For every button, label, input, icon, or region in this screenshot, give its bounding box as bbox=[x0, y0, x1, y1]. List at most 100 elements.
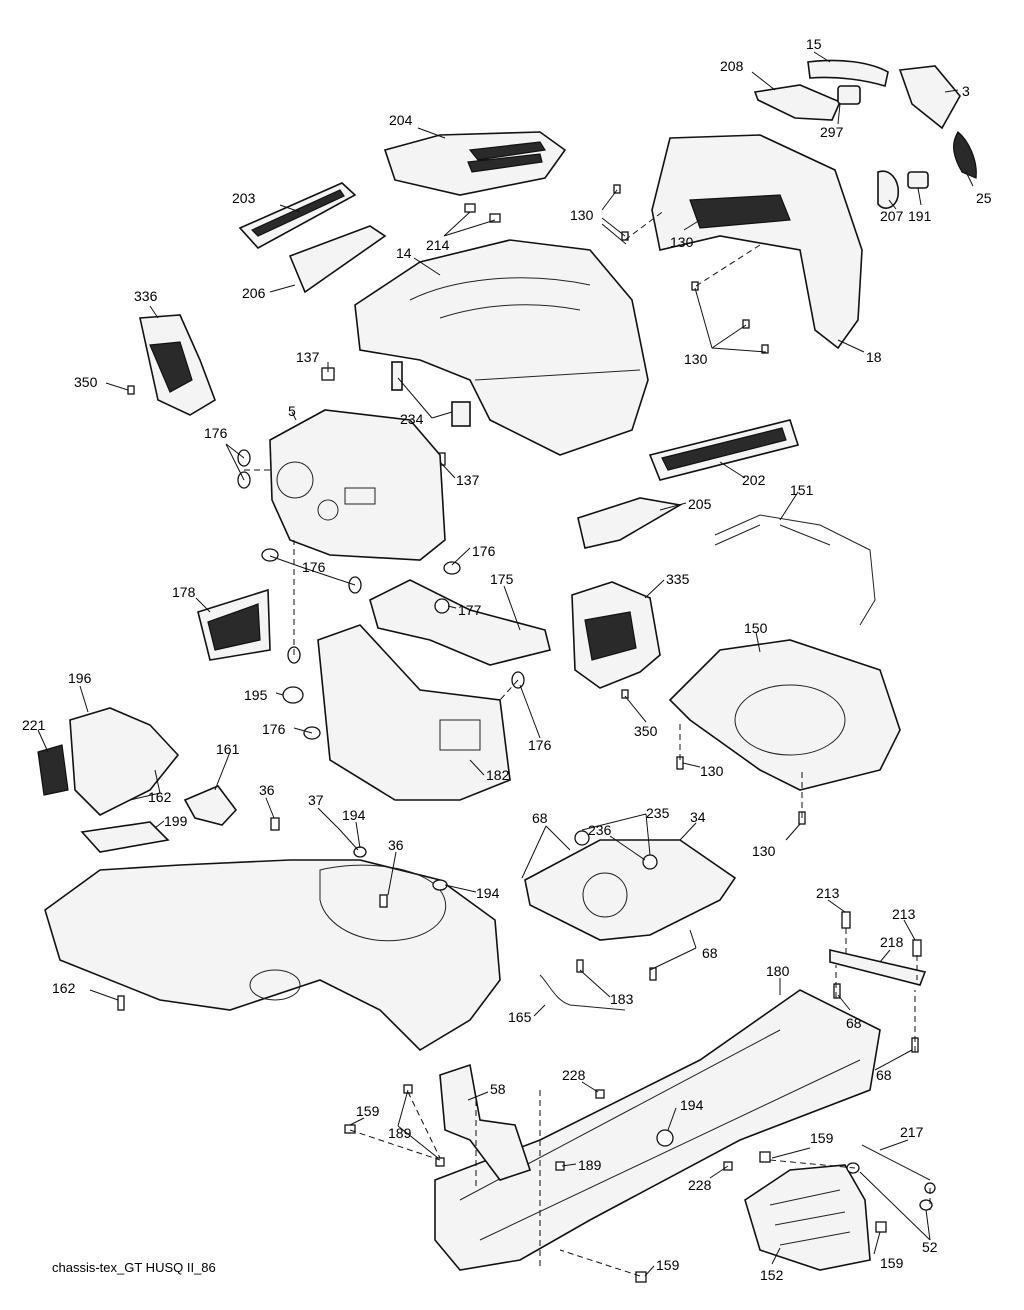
label-350-b: 350 bbox=[634, 723, 658, 739]
label-204: 204 bbox=[389, 112, 413, 128]
part-194-bushing bbox=[656, 1129, 674, 1147]
label-335: 335 bbox=[666, 571, 690, 587]
label-5: 5 bbox=[288, 403, 296, 419]
part-297-block bbox=[837, 85, 861, 105]
label-130-e: 130 bbox=[752, 843, 776, 859]
label-178: 178 bbox=[172, 584, 196, 600]
label-137-b: 137 bbox=[456, 472, 480, 488]
label-176-d: 176 bbox=[262, 721, 286, 737]
label-336: 336 bbox=[134, 288, 158, 304]
label-159-a: 159 bbox=[356, 1103, 380, 1119]
label-189-b: 189 bbox=[578, 1157, 602, 1173]
label-159-c: 159 bbox=[880, 1255, 904, 1271]
part-152-footrest bbox=[744, 1164, 871, 1271]
label-228-b: 228 bbox=[688, 1177, 712, 1193]
label-189-a: 189 bbox=[388, 1125, 412, 1141]
label-159-d: 159 bbox=[656, 1257, 680, 1273]
part-235-bushing bbox=[574, 830, 590, 846]
label-52: 52 bbox=[922, 1239, 938, 1255]
label-36-b: 36 bbox=[388, 837, 404, 853]
part-191-block bbox=[907, 171, 929, 189]
part-165-rod bbox=[539, 974, 626, 1011]
label-213-b: 213 bbox=[892, 906, 916, 922]
label-297: 297 bbox=[820, 124, 844, 140]
label-194-a: 194 bbox=[342, 807, 366, 823]
label-217: 217 bbox=[900, 1124, 924, 1140]
leader-lines bbox=[37, 51, 974, 1277]
part-214-clip-b bbox=[489, 213, 501, 223]
part-14-hood bbox=[354, 239, 649, 456]
label-130-c: 130 bbox=[684, 351, 708, 367]
part-34-plate bbox=[524, 839, 737, 941]
part-14-detail bbox=[409, 277, 641, 381]
label-130-b: 130 bbox=[670, 234, 694, 250]
part-218-bracket bbox=[829, 948, 927, 986]
label-195: 195 bbox=[244, 687, 268, 703]
part-206-panel bbox=[288, 225, 387, 294]
label-191: 191 bbox=[908, 208, 932, 224]
part-58-bracket bbox=[439, 1063, 532, 1181]
part-207-knob bbox=[877, 170, 900, 209]
label-68-c: 68 bbox=[846, 1015, 862, 1031]
label-196: 196 bbox=[68, 670, 92, 686]
label-235: 235 bbox=[646, 805, 670, 821]
part-37-fender bbox=[44, 859, 501, 1052]
part-5-switch bbox=[344, 487, 376, 505]
part-217-rod bbox=[861, 1144, 931, 1181]
part-shapes bbox=[37, 59, 977, 1283]
part-37-opening bbox=[319, 864, 447, 942]
label-68-a: 68 bbox=[532, 810, 548, 826]
part-205-trim bbox=[577, 497, 683, 549]
part-5-gauge bbox=[276, 461, 314, 499]
part-front-bumper bbox=[651, 134, 863, 350]
label-214: 214 bbox=[426, 237, 450, 253]
part-196-console bbox=[69, 707, 180, 816]
diagram-caption: chassis-tex_GT HUSQ II_86 bbox=[52, 1260, 216, 1275]
part-221-mesh bbox=[37, 744, 69, 796]
dashed-assembly-lines bbox=[244, 209, 931, 1277]
label-203: 203 bbox=[232, 190, 256, 206]
label-202: 202 bbox=[742, 472, 766, 488]
part-3-headlight bbox=[898, 65, 961, 130]
label-36-a: 36 bbox=[259, 782, 275, 798]
part-203-mesh bbox=[250, 189, 345, 237]
label-14: 14 bbox=[396, 245, 412, 261]
label-162-b: 162 bbox=[52, 980, 76, 996]
label-37: 37 bbox=[308, 792, 324, 808]
label-152: 152 bbox=[760, 1267, 784, 1283]
part-150-pan bbox=[668, 639, 901, 791]
label-18: 18 bbox=[866, 349, 882, 365]
part-152-grip bbox=[769, 1189, 851, 1246]
label-159-b: 159 bbox=[810, 1130, 834, 1146]
label-68-b: 68 bbox=[702, 945, 718, 961]
part-236-bushing bbox=[642, 854, 658, 870]
part-178-mesh bbox=[207, 603, 261, 651]
part-5-knob bbox=[317, 499, 339, 521]
part-195-plug bbox=[282, 686, 304, 704]
part-front-bumper-mesh bbox=[689, 194, 791, 229]
part-150-opening bbox=[734, 684, 846, 756]
label-150: 150 bbox=[744, 620, 768, 636]
part-177-nut bbox=[434, 598, 450, 614]
label-228-a: 228 bbox=[562, 1067, 586, 1083]
part-15-trim bbox=[807, 59, 889, 88]
label-213-a: 213 bbox=[816, 885, 840, 901]
label-199: 199 bbox=[164, 813, 188, 829]
label-25: 25 bbox=[976, 190, 992, 206]
label-236: 236 bbox=[588, 822, 612, 838]
part-234-strip bbox=[391, 361, 403, 391]
part-214-clip-a bbox=[464, 203, 476, 213]
label-350-a: 350 bbox=[74, 374, 98, 390]
label-68-d: 68 bbox=[876, 1067, 892, 1083]
label-176-b: 176 bbox=[472, 543, 496, 559]
label-182: 182 bbox=[486, 767, 510, 783]
label-34: 34 bbox=[690, 809, 706, 825]
label-130-a: 130 bbox=[570, 207, 594, 223]
label-194-c: 194 bbox=[680, 1097, 704, 1113]
label-218: 218 bbox=[880, 934, 904, 950]
label-15: 15 bbox=[806, 36, 822, 52]
label-205: 205 bbox=[688, 496, 712, 512]
label-177: 177 bbox=[458, 602, 482, 618]
label-165: 165 bbox=[508, 1009, 532, 1025]
